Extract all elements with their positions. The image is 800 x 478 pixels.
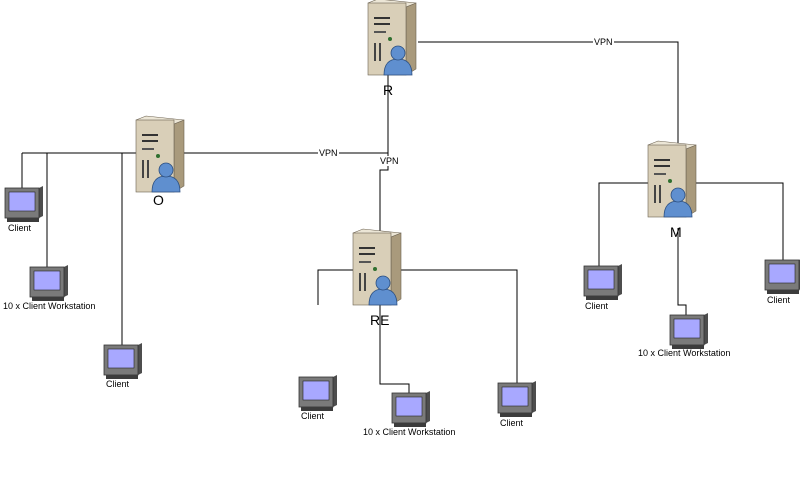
user-icon [151, 162, 181, 193]
vpn-label-r-re: VPN [379, 156, 400, 166]
client-label-re3: Client [500, 418, 524, 428]
workstation-o2-icon [29, 265, 68, 301]
re-to-client-1 [317, 269, 518, 384]
client-label-o1: Client [8, 223, 32, 233]
workstation-m1-icon [583, 264, 622, 300]
connection-lines [21, 41, 784, 393]
vpn-label-r-m: VPN [593, 37, 614, 47]
workstation-re2-icon [391, 391, 430, 427]
server-r-icon [367, 0, 417, 76]
server-label-o: O [153, 192, 164, 208]
client-label-re2: 10 x Client Workstation [363, 427, 456, 437]
server-o-icon [135, 115, 185, 193]
user-icon [663, 187, 693, 218]
workstation-re1-icon [298, 375, 337, 411]
server-m-icon [647, 140, 697, 218]
workstation-o3-icon [103, 343, 142, 379]
m-to-client-2 [677, 228, 687, 316]
server-re-icon [352, 228, 402, 306]
user-icon [383, 45, 413, 76]
devices [4, 0, 800, 427]
client-label-m3: Client [767, 295, 791, 305]
workstation-m2-icon [669, 313, 708, 349]
link-r-o [22, 70, 389, 154]
re-to-client-2 [379, 305, 410, 393]
client-label-m2: 10 x Client Workstation [638, 348, 731, 358]
server-label-re: RE [370, 312, 390, 328]
client-label-re1: Client [301, 411, 325, 421]
workstation-re3-icon [497, 381, 536, 417]
workstation-m3-icon [764, 259, 800, 294]
client-label-m1: Client [585, 301, 609, 311]
server-label-r: R [383, 82, 394, 98]
user-icon [368, 275, 398, 306]
workstation-o1-icon [4, 186, 43, 222]
vpn-label-r-o: VPN [318, 148, 339, 158]
client-label-o2: 10 x Client Workstation [3, 301, 96, 311]
link-r-m [418, 41, 679, 150]
server-label-m: M [670, 224, 682, 240]
client-label-o3: Client [106, 379, 130, 389]
